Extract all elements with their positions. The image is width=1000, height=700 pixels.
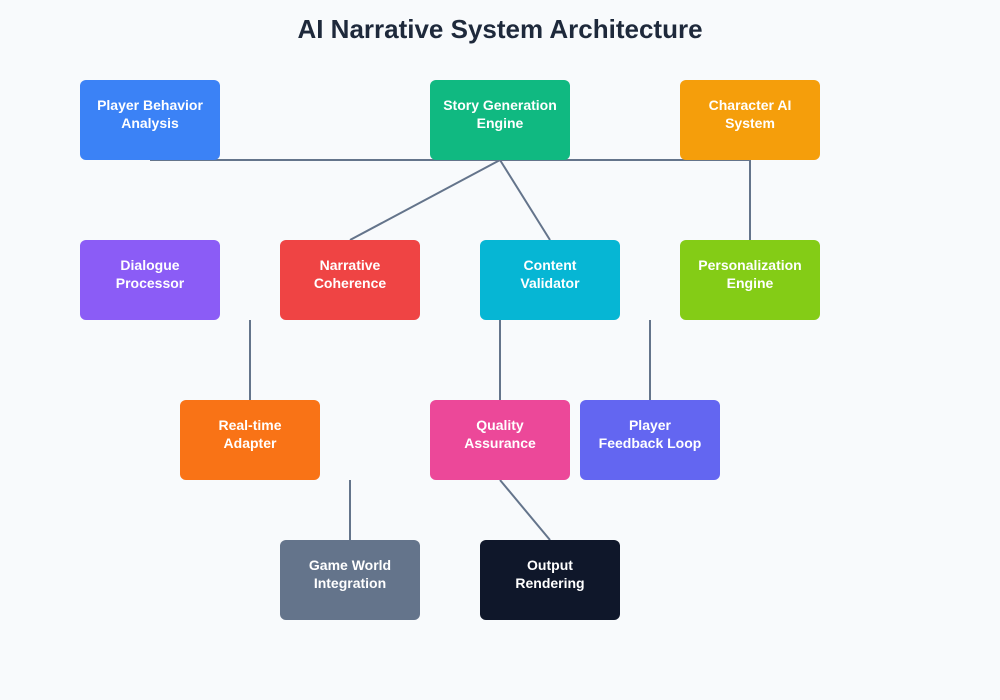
node-quality-assurance[interactable]: Quality Assurance: [430, 400, 570, 480]
node-player-feedback-loop[interactable]: Player Feedback Loop: [580, 400, 720, 480]
node-realtime-adapter[interactable]: Real-time Adapter: [180, 400, 320, 480]
edge-story-generation-content-validator: [499, 159, 551, 241]
node-dialogue-processor[interactable]: Dialogue Processor: [80, 240, 220, 320]
edge-story-generation-narrative-coherence: [349, 159, 501, 241]
node-content-validator[interactable]: Content Validator: [480, 240, 620, 320]
edge-quality-assurance-output-rendering: [499, 479, 551, 541]
node-game-world-integration[interactable]: Game World Integration: [280, 540, 420, 620]
node-character-ai-system[interactable]: Character AI System: [680, 80, 820, 160]
node-output-rendering[interactable]: Output Rendering: [480, 540, 620, 620]
node-player-behavior-analysis[interactable]: Player Behavior Analysis: [80, 80, 220, 160]
node-personalization-engine[interactable]: Personalization Engine: [680, 240, 820, 320]
node-story-generation-engine[interactable]: Story Generation Engine: [430, 80, 570, 160]
diagram-title: AI Narrative System Architecture: [297, 14, 703, 44]
node-narrative-coherence[interactable]: Narrative Coherence: [280, 240, 420, 320]
